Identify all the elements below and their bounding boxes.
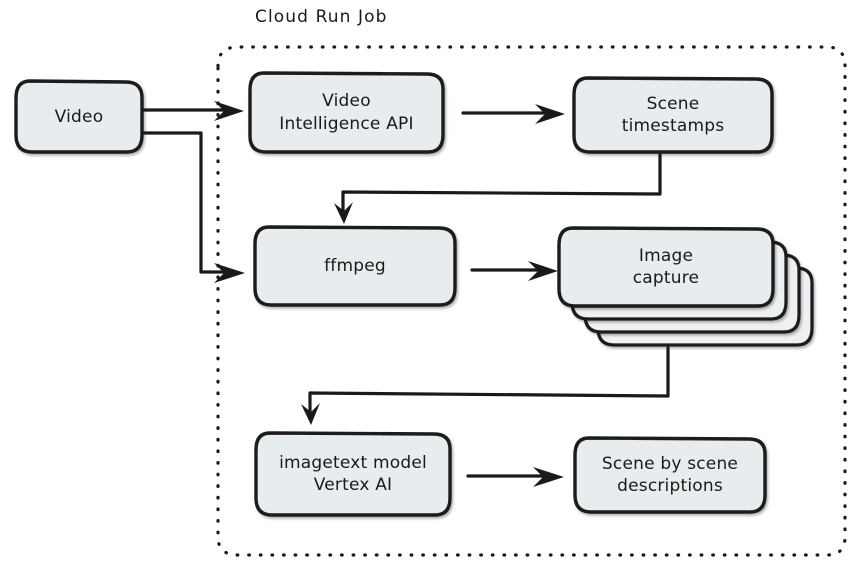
node-hit-imagetext-model-vertex-ai[interactable] [256,433,450,515]
node-video-intelligence-api[interactable] [248,71,445,154]
node-hit-image-capture[interactable] [559,228,812,345]
edge-ffmpeg-to-image-capture [470,261,558,281]
node-scene-by-scene-descriptions[interactable] [573,436,767,514]
cloud-run-job-group-border [216,45,847,557]
node-image-capture[interactable] [557,226,814,347]
node-imagetext-model-vertex-ai[interactable] [254,431,452,517]
node-hit-scene-timestamps[interactable] [574,78,772,152]
node-hit-video[interactable] [16,81,142,152]
edge-video-intelligence-api-to-scene-timestamps [461,104,565,124]
node-scene-timestamps[interactable] [572,76,774,154]
node-hit-video-intelligence-api[interactable] [250,73,443,152]
edge-video-to-video-intelligence-api [141,101,244,121]
cloud-run-job-group-label: Cloud Run Job [255,7,388,27]
node-video[interactable] [14,79,144,154]
node-hit-scene-by-scene-descriptions[interactable] [575,438,765,512]
edge-video-to-ffmpeg [141,131,245,283]
edge-imagetext-model-to-scene-descriptions [466,467,564,487]
edge-image-capture-to-imagetext-model [301,346,670,425]
node-ffmpeg[interactable] [253,225,457,307]
node-hit-ffmpeg[interactable] [255,227,455,305]
edge-scene-timestamps-to-ffmpeg [334,153,662,224]
